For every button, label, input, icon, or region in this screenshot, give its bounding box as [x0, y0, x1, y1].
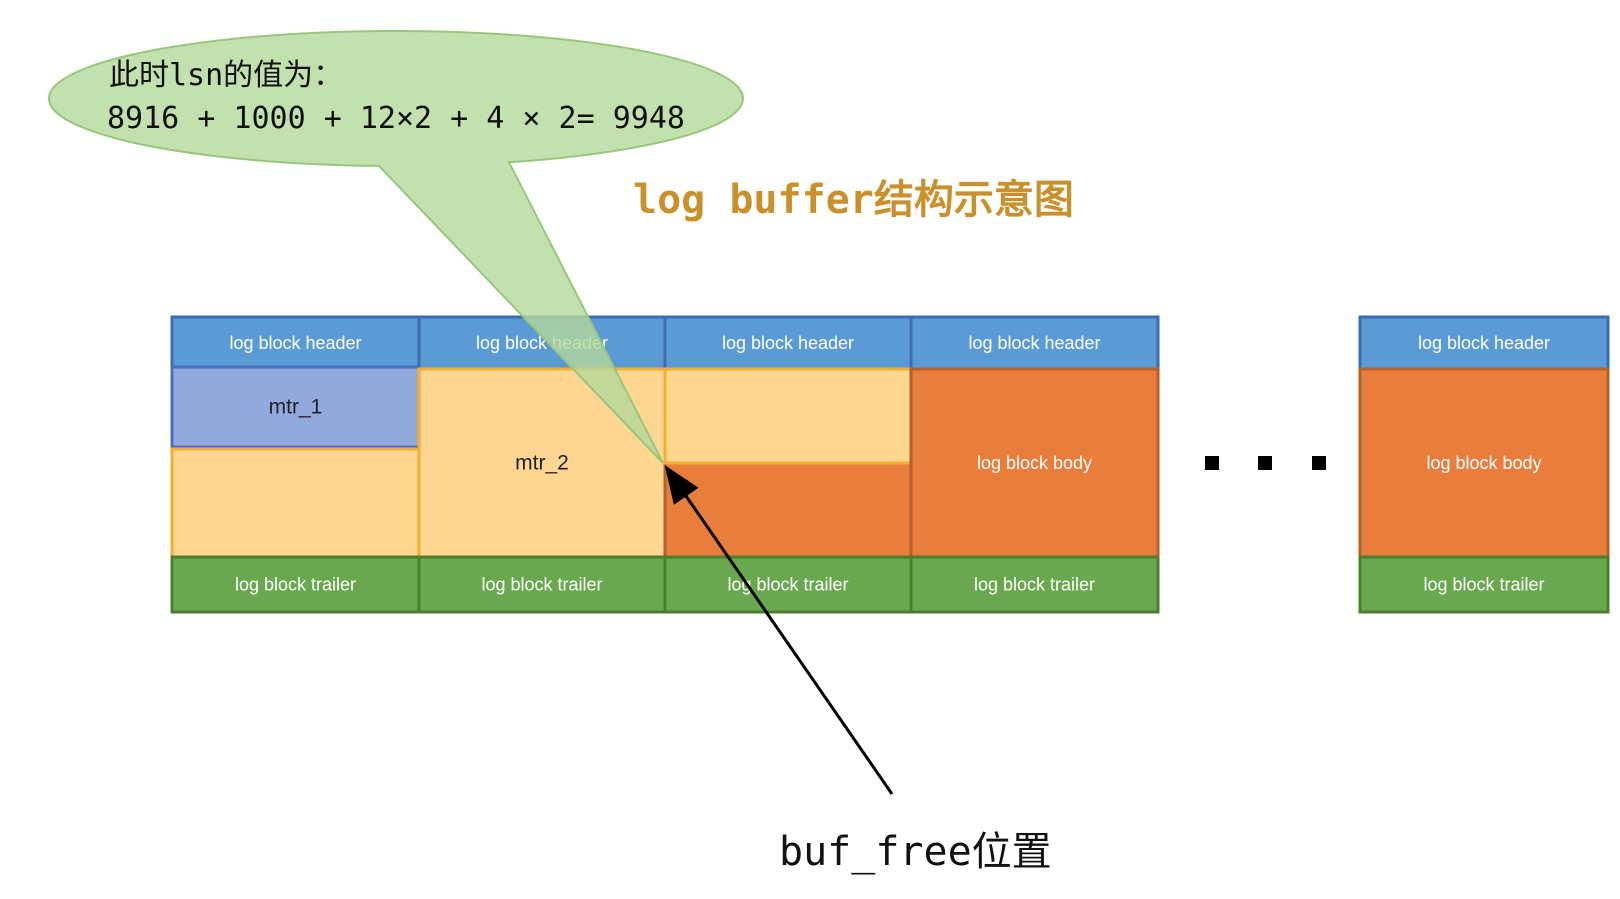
pointer-arrowhead-icon	[664, 465, 699, 505]
log-block-trailer	[1358, 555, 1610, 614]
log-block-trailer	[417, 555, 667, 614]
mtr-1-label: mtr_1	[269, 396, 323, 419]
mtr-2-segment	[170, 447, 421, 559]
log-block-header-label: log block header	[722, 333, 854, 353]
pointer-arrow-shaft	[684, 495, 894, 795]
callout-line-2: 8916 + 1000 + 12×2 + 4 × 2= 9948	[107, 101, 685, 136]
buf-free-pointer: buf_free位置	[664, 465, 1052, 875]
callout-line-1: 此时lsn的值为：	[109, 58, 343, 93]
mtr-1-segment	[170, 365, 421, 449]
log-block-trailer	[909, 555, 1160, 614]
log-block-header	[663, 315, 913, 371]
ellipsis-dot	[1312, 456, 1326, 470]
log-block-trailer	[663, 555, 913, 614]
log-block-header-label: log block header	[229, 333, 361, 353]
log-block-3: log block header log block trailer	[663, 315, 913, 614]
pointer-label: buf_free位置	[779, 829, 1052, 875]
log-block-header-label: log block header	[968, 333, 1100, 353]
mtr-2-label: mtr_2	[515, 452, 569, 475]
log-block-header	[170, 315, 421, 371]
log-block-body	[909, 367, 1160, 559]
log-block-header	[1358, 315, 1610, 371]
callout-bubble	[47, 29, 744, 464]
free-body-segment	[663, 461, 913, 559]
ellipsis-dot	[1258, 456, 1272, 470]
log-block-body	[1358, 367, 1610, 559]
log-block-trailer-label: log block trailer	[727, 575, 848, 595]
log-block-1: log block header mtr_1 log block trailer	[170, 315, 421, 614]
log-block-4: log block header log block body log bloc…	[909, 315, 1160, 614]
log-block-body-label: log block body	[1426, 453, 1541, 473]
log-block-header-label: log block header	[1418, 333, 1550, 353]
diagram-title: log buffer结构示意图	[633, 177, 1074, 223]
log-block-trailer	[170, 555, 421, 614]
ellipsis	[1205, 456, 1326, 470]
log-block-2: log block header mtr_2 log block trailer	[417, 315, 667, 614]
log-block-trailer-label: log block trailer	[481, 575, 602, 595]
log-block-header	[909, 315, 1160, 371]
log-block-trailer-label: log block trailer	[1423, 575, 1544, 595]
log-block-trailer-label: log block trailer	[974, 575, 1095, 595]
lsn-callout: 此时lsn的值为： 8916 + 1000 + 12×2 + 4 × 2= 99…	[47, 29, 744, 464]
log-block-last: log block header log block body log bloc…	[1358, 315, 1610, 614]
mtr-2-segment	[663, 367, 913, 465]
ellipsis-dot	[1205, 456, 1219, 470]
log-block-trailer-label: log block trailer	[235, 575, 356, 595]
log-block-body-label: log block body	[977, 453, 1092, 473]
